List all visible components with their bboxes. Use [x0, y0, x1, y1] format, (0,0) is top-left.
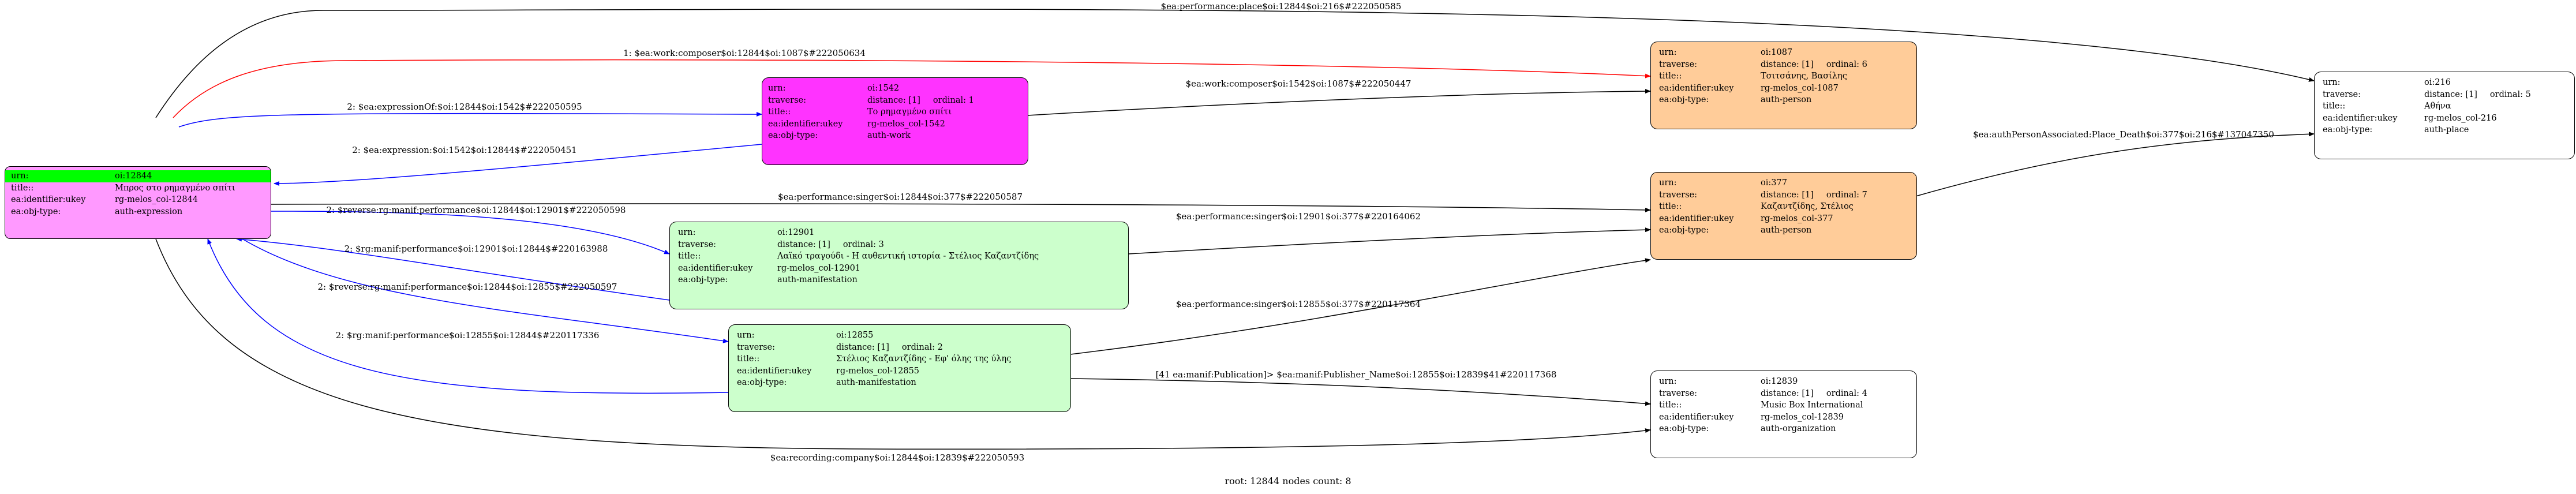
edge-label-performance-place: $ea:performance:place$oi:12844$oi:216$#2…	[1161, 1, 1402, 12]
edge-label-expression: 2: $ea:expression:$oi:1542$oi:12844$#222…	[352, 145, 576, 155]
node-row-urn: urn: oi:1087	[1659, 48, 1793, 57]
node-row-identifier: ea:identifier:ukey rg-melos_col-12901	[678, 263, 861, 273]
node-216[interactable]: urn: oi:216 traverse: distance: [1] ordi…	[2314, 72, 2575, 159]
edge-label-manif-12855: 2: $rg:manif:performance$oi:12855$oi:128…	[336, 330, 600, 340]
edge-place-death	[1915, 132, 2315, 197]
node-row-obj-type: ea:obj-type: auth-expression	[11, 207, 183, 216]
node-row-identifier: ea:identifier:ukey rg-melos_col-12855	[737, 366, 920, 376]
node-row-traverse: traverse: distance: [1] ordinal: 2	[737, 342, 943, 352]
node-row-traverse: traverse: distance: [1] ordinal: 7	[1659, 190, 1867, 200]
edge-work-composer-1542	[1027, 89, 1651, 116]
node-row-title: title:: Το ρημαγμένο σπίτι	[768, 107, 952, 117]
node-row-obj-type: ea:obj-type: auth-work	[768, 131, 911, 140]
edge-work-composer	[173, 59, 1651, 118]
edge-singer-12901	[1128, 227, 1651, 255]
edge-expression-of	[178, 111, 762, 128]
edge-label-manif-12901: 2: $rg:manif:performance$oi:12901$oi:128…	[345, 244, 608, 254]
edge-label-expression-of: 2: $ea:expressionOf:$oi:12844$oi:1542$#2…	[347, 102, 582, 112]
edge-label-singer-12901: $ea:performance:singer$oi:12901$oi:377$#…	[1176, 211, 1421, 222]
node-row-urn: urn: oi:12855	[737, 331, 874, 340]
edge-label-performance-singer: $ea:performance:singer$oi:12844$oi:377$#…	[778, 192, 1023, 202]
node-row-traverse: traverse: distance: [1] ordinal: 5	[2323, 89, 2531, 99]
edge-expression	[274, 144, 762, 186]
node-row-identifier: ea:identifier:ukey rg-melos_col-12839	[1659, 412, 1844, 422]
node-row-obj-type: ea:obj-type: auth-person	[1659, 95, 1812, 104]
node-row-obj-type: ea:obj-type: auth-organization	[1659, 424, 1836, 433]
node-row-title: title:: Λαϊκό τραγούδι - Η αυθεντική ιστ…	[678, 252, 1039, 261]
node-row-urn: urn: oi:1542	[768, 84, 900, 93]
edge-label-work-composer: 1: $ea:work:composer$oi:12844$oi:1087$#2…	[623, 48, 866, 58]
node-row-traverse: traverse: distance: [1] ordinal: 3	[678, 239, 884, 249]
node-row-traverse: traverse: distance: [1] ordinal: 4	[1659, 388, 1867, 398]
edge-manif-12855	[207, 238, 729, 394]
node-row-urn: urn: oi:12839	[1659, 377, 1798, 386]
edge-label-reverse-manif-12901: 2: $reverse:rg:manif:performance$oi:1284…	[327, 205, 626, 215]
node-12855[interactable]: urn: oi:12855 traverse: distance: [1] or…	[728, 324, 1071, 412]
node-row-obj-type: ea:obj-type: auth-person	[1659, 226, 1812, 235]
node-row-title: title:: Τσιτσάνης, Βασίλης	[1659, 72, 1847, 81]
edge-publisher	[1070, 378, 1651, 406]
node-row-identifier: ea:identifier:ukey rg-melos_col-12844	[11, 195, 199, 204]
node-row-title: title:: Αθήνα	[2323, 102, 2451, 111]
node-row-title: title:: Στέλιος Καζαντζίδης - Εφ' όλης τ…	[737, 354, 1012, 364]
edge-label-work-composer-1542: $ea:work:composer$oi:1542$oi:1087$#22205…	[1186, 78, 1411, 89]
node-row-title: title:: Music Box International	[1659, 401, 1863, 410]
edge-manif-12901	[236, 237, 670, 301]
edge-label-recording-company: $ea:recording:company$oi:12844$oi:12839$…	[770, 452, 1024, 463]
node-377[interactable]: urn: oi:377 traverse: distance: [1] ordi…	[1650, 172, 1917, 260]
edge-label-place-death: $ea:authPersonAssociated:Place_Death$oi:…	[1973, 129, 2274, 140]
edge-performance-place	[155, 9, 2315, 118]
graph-caption: root: 12844 nodes count: 8	[1225, 476, 1351, 486]
node-row-obj-type: ea:obj-type: auth-manifestation	[737, 378, 916, 387]
node-row-title: title:: Καζαντζίδης, Στέλιος	[1659, 202, 1854, 211]
node-1542[interactable]: urn: oi:1542 traverse: distance: [1] ord…	[762, 77, 1028, 165]
node-row-identifier: ea:identifier:ukey rg-melos_col-1087	[1659, 83, 1839, 93]
node-row-title: title:: Μπρος στο ρημαγμένο σπίτι	[11, 183, 235, 193]
edge-singer-12855	[1070, 258, 1651, 355]
node-row-identifier: ea:identifier:ukey rg-melos_col-1542	[768, 119, 945, 129]
node-row-obj-type: ea:obj-type: auth-place	[2323, 125, 2469, 134]
node-1087[interactable]: urn: oi:1087 traverse: distance: [1] ord…	[1650, 42, 1917, 129]
node-12839[interactable]: urn: oi:12839 traverse: distance: [1] or…	[1650, 370, 1917, 458]
node-row-urn: urn: oi:12844	[5, 170, 271, 182]
node-row-urn: urn: oi:12901	[678, 228, 815, 237]
edge-label-reverse-manif-12855: 2: $reverse:rg:manif:performance$oi:1284…	[318, 282, 617, 292]
node-row-urn: urn: oi:216	[2323, 78, 2451, 87]
node-row-traverse: traverse: distance: [1] ordinal: 6	[1659, 59, 1867, 69]
node-row-obj-type: ea:obj-type: auth-manifestation	[678, 275, 858, 285]
edge-label-publisher: [41 ea:manif:Publication]> $ea:manif:Pub…	[1156, 369, 1557, 380]
node-row-traverse: traverse: distance: [1] ordinal: 1	[768, 95, 974, 105]
edge-recording-company	[155, 238, 1651, 450]
node-row-identifier: ea:identifier:ukey rg-melos_col-216	[2323, 113, 2497, 123]
edge-reverse-manif-12901	[271, 211, 670, 255]
edge-label-singer-12855: $ea:performance:singer$oi:12855$oi:377$#…	[1176, 299, 1421, 309]
node-12901[interactable]: urn: oi:12901 traverse: distance: [1] or…	[669, 222, 1129, 309]
edge-performance-singer	[271, 203, 1651, 212]
node-row-urn: urn: oi:377	[1659, 178, 1787, 188]
edge-reverse-manif-12855	[242, 238, 729, 343]
node-12844[interactable]: urn: oi:12844 title:: Μπρος στο ρημαγμέν…	[5, 166, 271, 239]
node-row-identifier: ea:identifier:ukey rg-melos_col-377	[1659, 214, 1833, 223]
